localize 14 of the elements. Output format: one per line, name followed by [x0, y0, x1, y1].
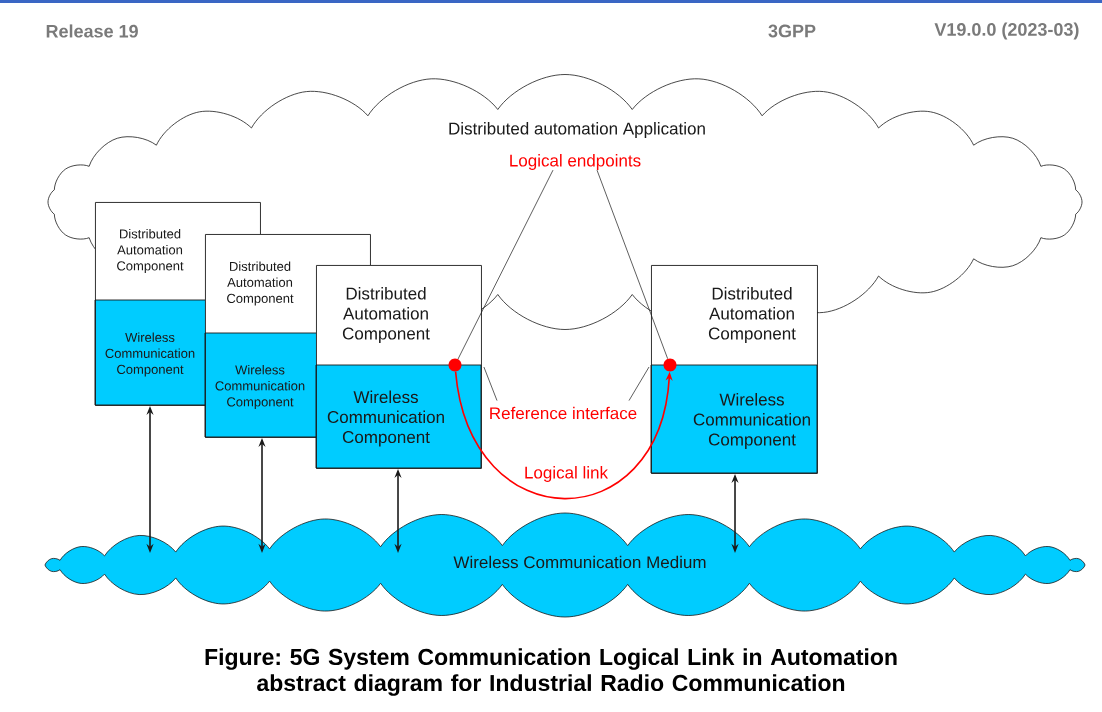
edge-label: Logical link — [522, 465, 610, 483]
leader-line — [457, 169, 554, 360]
component-box: Distributed Automation Component Wireless Communication Component — [650, 265, 818, 474]
callout-text: Reference interface — [490, 406, 637, 420]
leader-line — [596, 169, 668, 360]
leader-line — [628, 366, 650, 401]
figure-caption: Figure: 5G System Communication Logical Link in Automation abstract diagram for Industrial Radio Communication — [205, 648, 897, 696]
header-text: V19.0.0 (2023-03) — [934, 22, 1079, 40]
component-box: Distributed Automation Component Wireless Communication Component — [315, 265, 482, 469]
leader-line — [483, 366, 498, 401]
header-text: 3GPP — [768, 24, 816, 38]
callout-text: Logical endpoints — [510, 154, 641, 170]
header-text: Release 19 — [46, 24, 138, 38]
cloud: Wireless Communication Medium — [44, 512, 1086, 618]
